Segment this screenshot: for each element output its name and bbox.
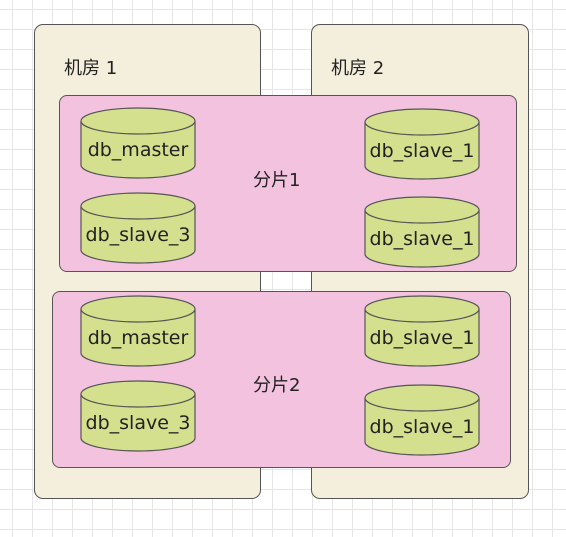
database-label: db_slave_3 xyxy=(85,224,191,246)
database-cylinder: db_slave_1 xyxy=(364,108,480,180)
database-icon xyxy=(80,107,196,179)
database-label: db_slave_1 xyxy=(369,140,475,162)
database-icon xyxy=(80,380,196,452)
database-cylinder: db_master xyxy=(80,107,196,179)
database-cylinder: db_slave_1 xyxy=(364,196,480,268)
room-2-label: 机房 2 xyxy=(331,58,385,79)
database-cylinder: db_slave_1 xyxy=(364,384,480,456)
shard-2-label: 分片2 xyxy=(253,375,301,396)
database-cylinder: db_slave_3 xyxy=(80,192,196,264)
database-cylinder: db_slave_3 xyxy=(80,380,196,452)
database-icon xyxy=(364,384,480,456)
database-label: db_slave_1 xyxy=(369,327,475,349)
database-icon xyxy=(364,108,480,180)
database-cylinder: db_slave_1 xyxy=(364,295,480,367)
room-1-label: 机房 1 xyxy=(64,58,118,79)
database-icon xyxy=(364,196,480,268)
database-icon xyxy=(80,295,196,367)
database-label: db_slave_1 xyxy=(369,228,475,250)
database-icon xyxy=(80,192,196,264)
database-label: db_slave_3 xyxy=(85,412,191,434)
database-label: db_master xyxy=(87,327,189,349)
database-label: db_master xyxy=(87,139,189,161)
database-cylinder: db_master xyxy=(80,295,196,367)
shard-1-label: 分片1 xyxy=(253,170,301,191)
database-icon xyxy=(364,295,480,367)
database-label: db_slave_1 xyxy=(369,416,475,438)
